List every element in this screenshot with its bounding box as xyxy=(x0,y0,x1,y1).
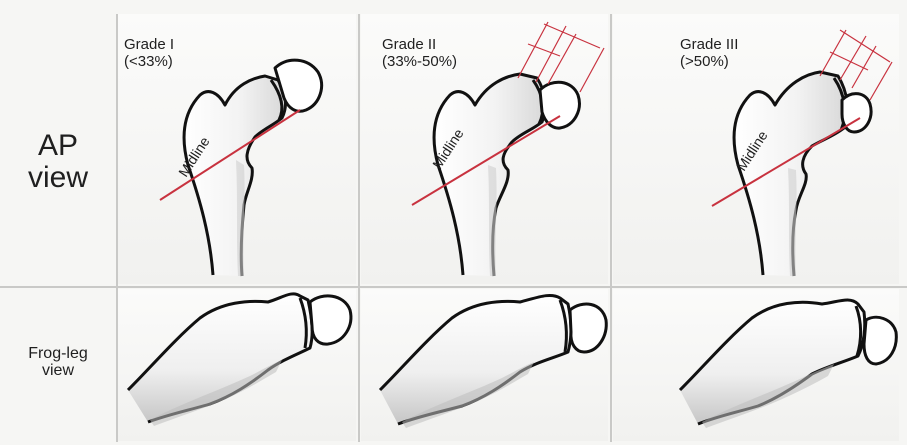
ap-femur-grade-3: Midline xyxy=(712,30,892,276)
femur-outline xyxy=(128,294,312,422)
ap-femur-grade-2: Midline xyxy=(412,22,604,276)
epiphysis-head xyxy=(864,317,896,364)
femur-outline xyxy=(380,295,571,424)
ap-femur-grade-1: Midline xyxy=(160,60,322,276)
frog-femur-grade-3 xyxy=(680,300,896,428)
epiphysis-head xyxy=(570,304,606,352)
femur-outline xyxy=(680,300,865,424)
epiphysis-head xyxy=(540,82,579,128)
femoral-neck-shaft-outline xyxy=(184,76,285,276)
frog-femur-grade-1 xyxy=(128,294,351,426)
frog-femur-grade-2 xyxy=(380,295,606,428)
epiphysis-head xyxy=(310,296,351,344)
